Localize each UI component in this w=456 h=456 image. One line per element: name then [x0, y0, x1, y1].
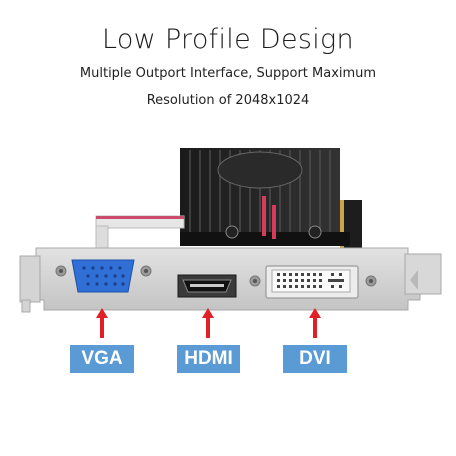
- dvi-port: [249, 265, 377, 299]
- headline: Low Profile Design: [102, 24, 354, 55]
- arrow-hdmi: [202, 308, 214, 338]
- ribbon-cable: [95, 215, 185, 249]
- hdmi-label: HDMI: [177, 345, 240, 373]
- subtitle-line-2: Resolution of 2048x1024: [146, 93, 310, 108]
- dvi-label: DVI: [283, 345, 347, 373]
- hdmi-port: [177, 274, 237, 298]
- subtitle-line-1: Multiple Outport Interface, Support Maxi…: [79, 66, 377, 81]
- pcb-board: [180, 196, 362, 248]
- vga-label: VGA: [70, 345, 134, 373]
- arrow-vga: [96, 308, 108, 338]
- arrow-dvi: [309, 308, 321, 338]
- vga-port: [55, 259, 152, 293]
- arrows: [96, 308, 321, 338]
